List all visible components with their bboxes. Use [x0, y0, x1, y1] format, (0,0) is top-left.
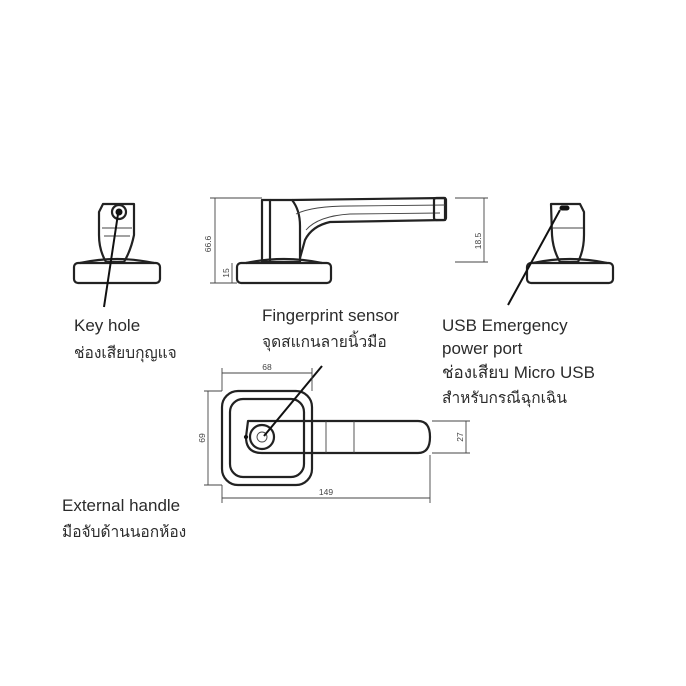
fingerprint-pointer	[263, 365, 323, 437]
fingerprint-label-thai: จุดสแกนลายนิ้วมือ	[262, 330, 387, 352]
usb-label-thai-line2: สำหรับกรณีฉุกเฉิน	[442, 389, 567, 408]
dim-lever-width: 27	[432, 420, 470, 454]
key-hole-label-thai: ช่องเสียบกุญแจ	[74, 344, 177, 363]
external-handle-label-thai: มือจับด้านนอกห้อง	[62, 523, 186, 541]
top-view-drawing	[220, 389, 432, 487]
left-view-drawing	[72, 202, 162, 285]
dim-top-height: 69	[197, 390, 222, 486]
dim-66-6: 66.6	[203, 235, 213, 252]
dim-side-height: 66.6	[203, 197, 262, 284]
dim-68: 68	[262, 362, 272, 372]
usb-label-line2: power port	[442, 339, 523, 358]
dim-top-width: 68	[221, 362, 313, 391]
side-view-drawing	[235, 196, 448, 285]
dim-149: 149	[319, 487, 333, 497]
dim-18-5: 18.5	[473, 232, 483, 249]
dim-27: 27	[455, 432, 465, 442]
external-handle-label: External handle	[62, 496, 180, 515]
dim-side-lever: 18.5	[455, 197, 488, 263]
usb-port-pointer	[507, 209, 561, 306]
usb-label-line1: USB Emergency	[442, 316, 568, 335]
dim-15: 15	[221, 268, 231, 278]
dim-side-base: 15	[221, 263, 233, 283]
key-hole-label: Key hole	[74, 316, 140, 335]
usb-label-thai-line1: ช่องเสียบ Micro USB	[442, 363, 595, 382]
key-hole-pointer	[103, 213, 119, 308]
dim-lever-length: 149	[221, 455, 431, 503]
dim-69: 69	[197, 433, 207, 443]
right-view-drawing	[525, 202, 615, 285]
fingerprint-label: Fingerprint sensor	[262, 306, 399, 325]
